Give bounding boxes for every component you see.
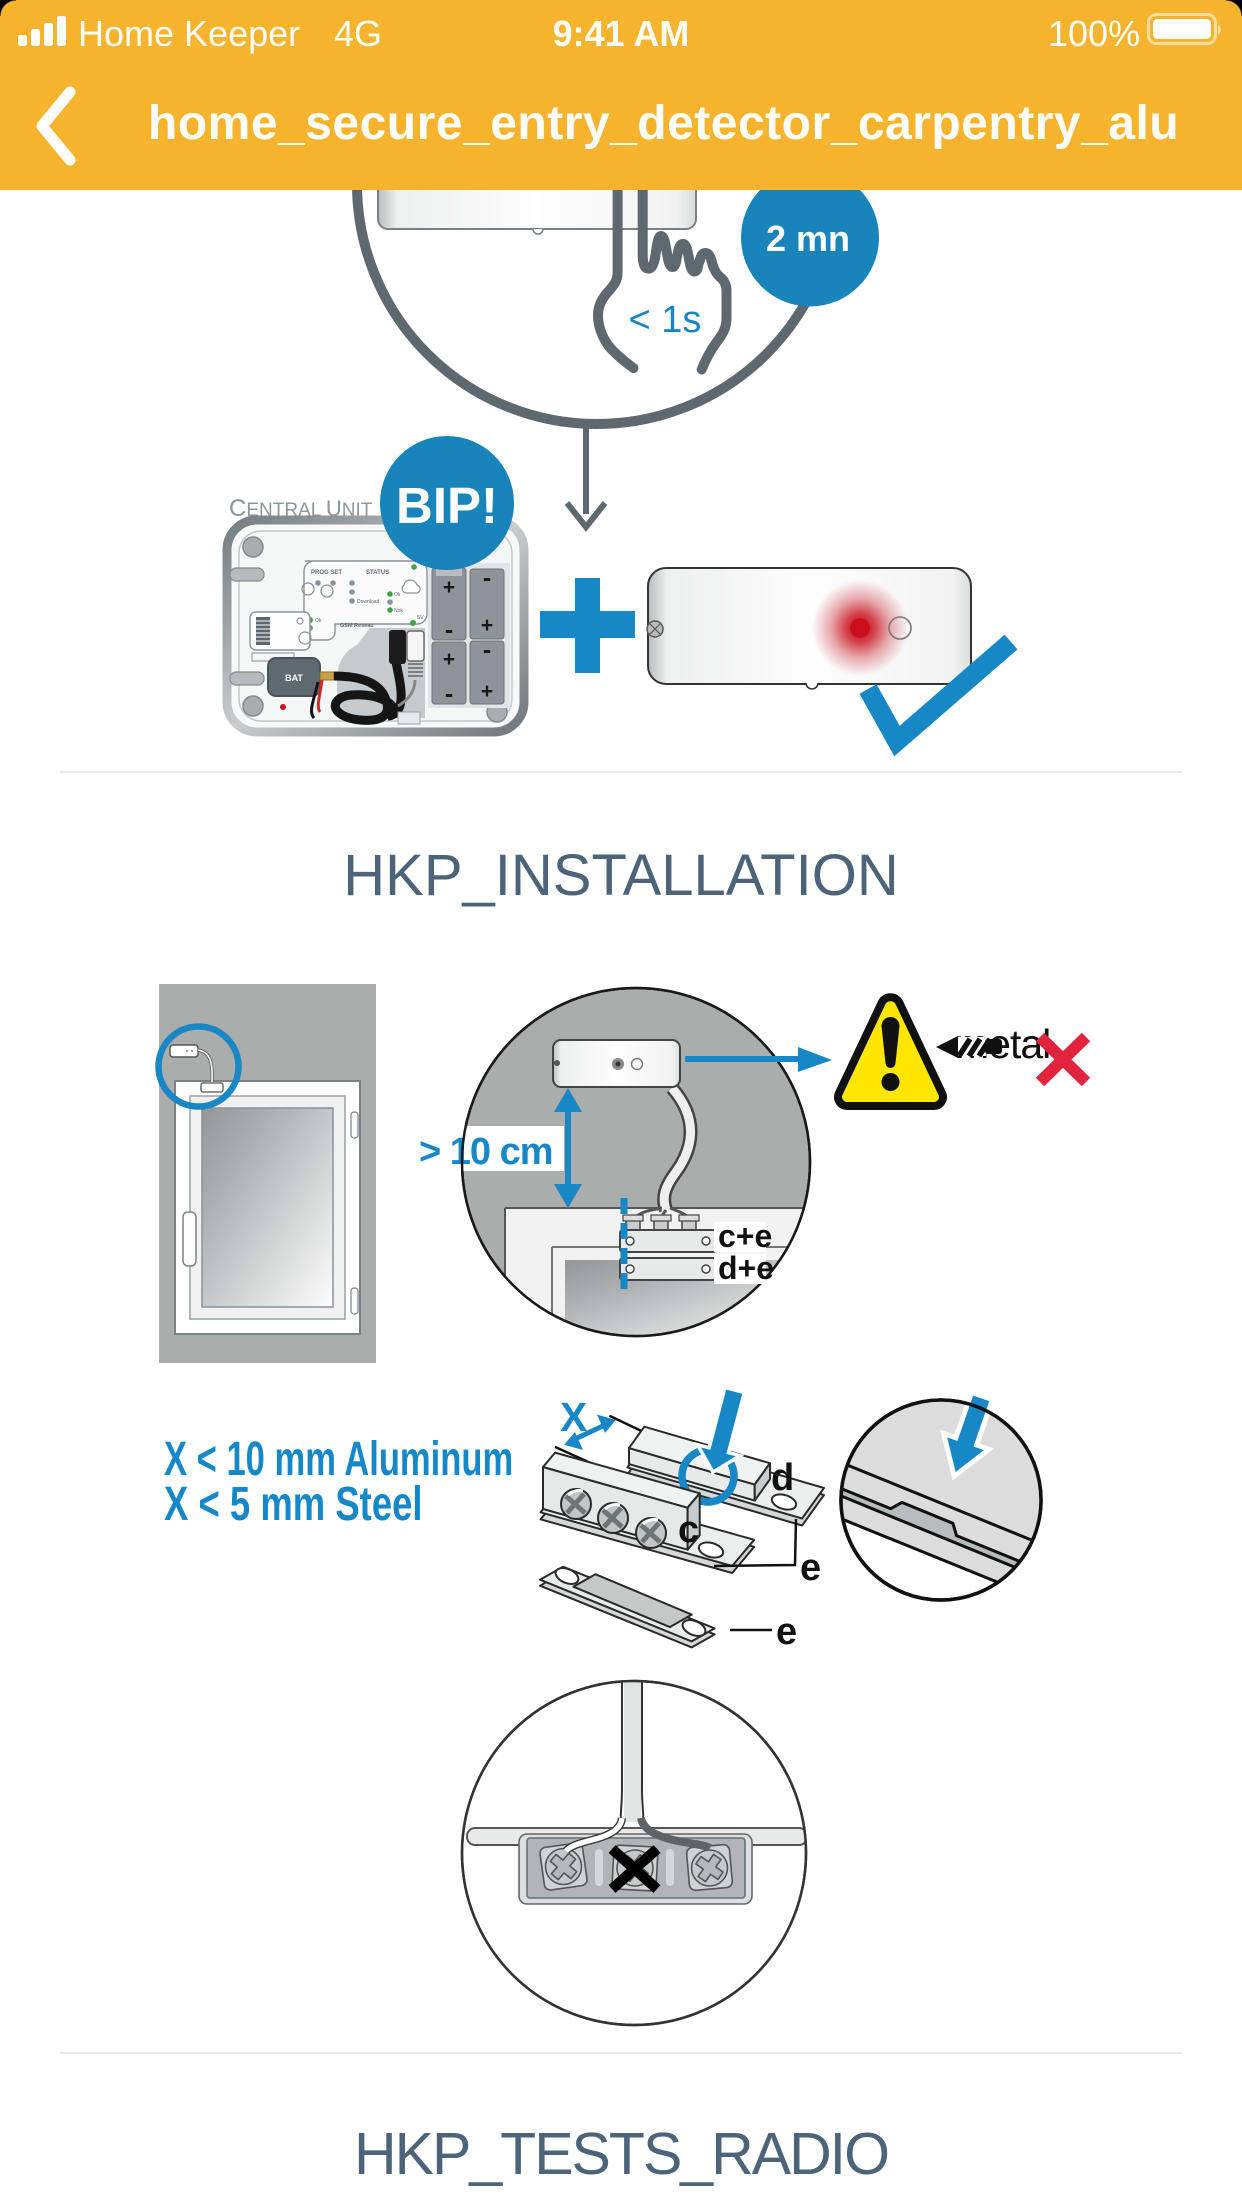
svg-text:e: e [776, 1611, 797, 1653]
svg-text:5V: 5V [417, 615, 424, 621]
svg-text:BIP!: BIP! [396, 477, 498, 534]
svg-text:e: e [800, 1547, 821, 1589]
svg-text:d+e: d+e [718, 1250, 774, 1286]
svg-text:PROG SET: PROG SET [311, 570, 342, 576]
svg-text:-: - [483, 636, 491, 664]
svg-text:-: - [445, 616, 453, 644]
svg-text:> 10 cm: > 10 cm [419, 1131, 553, 1173]
svg-text:2 mn: 2 mn [766, 218, 850, 259]
svg-text:d: d [771, 1457, 794, 1499]
svg-text:Ok: Ok [315, 618, 322, 624]
svg-text:c: c [678, 1509, 699, 1551]
svg-text:BAT: BAT [285, 673, 303, 683]
svg-text:+: + [481, 680, 493, 703]
svg-text:Nok: Nok [394, 608, 403, 614]
svg-text:+: + [481, 614, 493, 637]
svg-text:-: - [483, 564, 491, 592]
svg-text:< 1s: < 1s [629, 299, 702, 341]
svg-text:+: + [443, 648, 455, 671]
svg-text:GSM Reseau: GSM Reseau [340, 623, 374, 629]
svg-text:+: + [443, 576, 455, 599]
svg-text:c+e: c+e [718, 1218, 772, 1254]
svg-text:X: X [560, 1394, 587, 1440]
svg-text:STATUS: STATUS [366, 570, 389, 576]
svg-text:Download: Download [357, 599, 379, 605]
svg-text:Ok: Ok [394, 592, 401, 598]
svg-text:-: - [445, 680, 453, 708]
